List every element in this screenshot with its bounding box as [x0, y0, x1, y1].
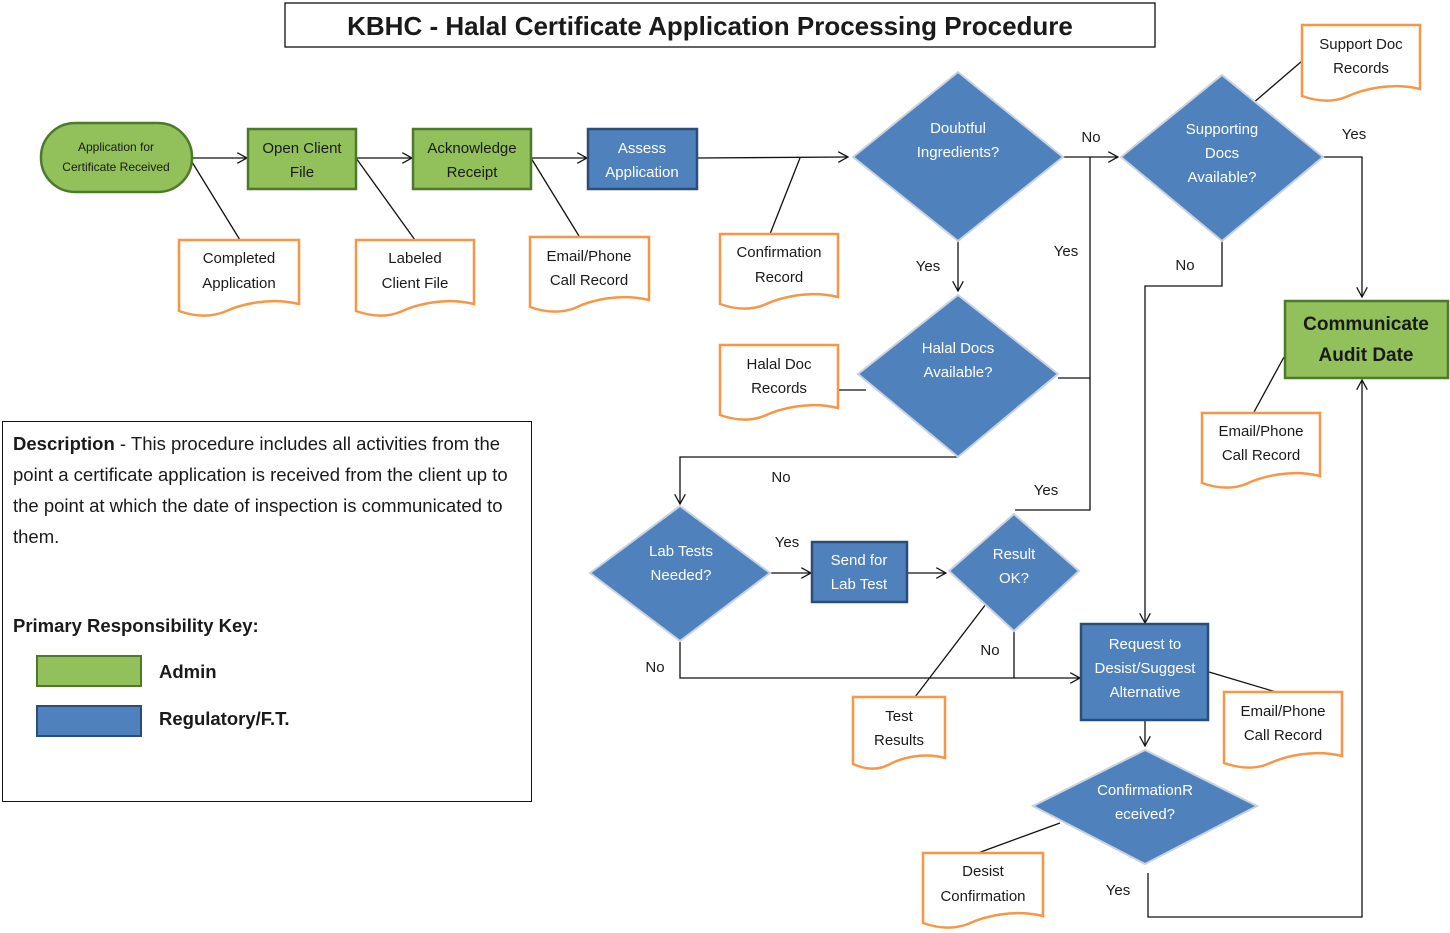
test-results-document: Test Results — [851, 695, 947, 770]
lab-tests-needed-decision[interactable]: Lab Tests Needed? — [588, 504, 772, 643]
doubtful-ingredients-decision[interactable]: Doubtful Ingredients? — [851, 70, 1065, 243]
assess-application-line-2: Application — [605, 164, 678, 181]
connectors — [191, 60, 1362, 918]
legend-panel: Description - This procedure includes al… — [2, 421, 532, 802]
edge-labels: No Yes Yes No Yes No Yes No Yes No Yes — [645, 126, 1366, 899]
communicate-audit-date-line-1: Communicate — [1303, 314, 1429, 335]
email-phone-record-2-document: Email/Phone Call Record — [1200, 411, 1322, 489]
email-phone-record-2-line-2: Call Record — [1222, 447, 1300, 464]
result-ok-line-1: Result — [993, 546, 1036, 563]
halal-doc-records-line-1: Halal Doc — [746, 356, 812, 373]
halal-docs-line-2: Available? — [924, 364, 993, 381]
description-body: - This procedure includes all activities… — [13, 433, 508, 547]
acknowledge-receipt-node[interactable]: Acknowledge Receipt — [411, 127, 533, 191]
doubtful-ingredients-line-2: Ingredients? — [917, 144, 1000, 161]
acknowledge-receipt-line-1: Acknowledge — [427, 140, 516, 157]
email-phone-record-1-line-2: Call Record — [550, 272, 628, 289]
result-ok-decision[interactable]: Result OK? — [947, 512, 1081, 633]
completed-application-line-2: Application — [202, 275, 275, 292]
send-for-lab-test-line-1: Send for — [831, 552, 888, 569]
confirmation-received-line-2: eceived? — [1115, 806, 1175, 823]
regulatory-legend-label: Regulatory/F.T. — [159, 708, 290, 729]
regulatory-color-swatch — [36, 705, 142, 737]
test-results-line-1: Test — [885, 708, 913, 725]
edge-label-result-yes: Yes — [1034, 482, 1058, 499]
labeled-client-file-document: Labeled Client File — [354, 238, 476, 317]
supporting-docs-line-2: Docs — [1205, 145, 1239, 162]
email-phone-record-3-line-1: Email/Phone — [1240, 703, 1325, 720]
confirmation-received-line-1: ConfirmationR — [1097, 782, 1193, 799]
doubtful-ingredients-line-1: Doubtful — [930, 120, 986, 137]
support-doc-records-line-2: Records — [1333, 60, 1389, 77]
email-phone-record-1-document: Email/Phone Call Record — [528, 235, 651, 313]
description-heading: Description — [13, 433, 115, 454]
start-node-line-1: Application for — [78, 140, 154, 154]
open-client-file-node[interactable]: Open Client File — [246, 127, 358, 191]
request-desist-line-1: Request to — [1109, 636, 1182, 653]
edge-label-supporting-no: No — [1175, 257, 1194, 274]
completed-application-line-1: Completed — [203, 250, 276, 267]
admin-legend-label: Admin — [159, 661, 217, 682]
admin-color-swatch — [36, 655, 142, 687]
halal-docs-decision[interactable]: Halal Docs Available? — [856, 293, 1060, 459]
supporting-docs-line-1: Supporting — [1186, 121, 1259, 138]
confirmation-received-decision[interactable]: ConfirmationR eceived? — [1030, 748, 1260, 866]
desist-confirmation-document: Desist Confirmation — [921, 851, 1045, 929]
lab-tests-needed-line-1: Lab Tests — [649, 543, 713, 560]
confirmation-record-line-2: Record — [755, 269, 803, 286]
supporting-docs-decision[interactable]: Supporting Docs Available? — [1119, 73, 1325, 243]
description-text: Description - This procedure includes al… — [13, 428, 523, 552]
assess-application-node[interactable]: Assess Application — [586, 127, 699, 191]
page-title: KBHC - Halal Certificate Application Pro… — [347, 11, 1073, 41]
open-client-file-line-1: Open Client — [262, 140, 342, 157]
send-for-lab-test-line-2: Lab Test — [831, 576, 888, 593]
acknowledge-receipt-line-2: Receipt — [447, 164, 499, 181]
assess-application-line-1: Assess — [618, 140, 666, 157]
halal-docs-line-1: Halal Docs — [922, 340, 995, 357]
confirmation-record-line-1: Confirmation — [736, 244, 821, 261]
halal-doc-records-document: Halal Doc Records — [718, 343, 840, 421]
email-phone-record-1-line-1: Email/Phone — [546, 248, 631, 265]
labeled-client-file-line-2: Client File — [382, 275, 449, 292]
start-node[interactable]: Application for Certificate Received — [39, 121, 194, 194]
halal-doc-records-line-2: Records — [751, 380, 807, 397]
request-desist-node[interactable]: Request to Desist/Suggest Alternative — [1079, 622, 1210, 722]
communicate-audit-date-node[interactable]: Communicate Audit Date — [1283, 299, 1450, 380]
edge-label-halal-yes: Yes — [1054, 243, 1078, 260]
open-client-file-line-2: File — [290, 164, 314, 181]
edge-label-confirmation-yes: Yes — [1106, 882, 1130, 899]
email-phone-record-3-document: Email/Phone Call Record — [1222, 690, 1344, 769]
lab-tests-needed-line-2: Needed? — [651, 567, 712, 584]
email-phone-record-2-line-1: Email/Phone — [1218, 423, 1303, 440]
request-desist-line-3: Alternative — [1110, 684, 1181, 701]
edge-label-doubtful-yes: Yes — [916, 258, 940, 275]
email-phone-record-3-line-2: Call Record — [1244, 727, 1322, 744]
start-node-line-2: Certificate Received — [62, 160, 169, 174]
desist-confirmation-line-1: Desist — [962, 863, 1005, 880]
edge-label-halal-no: No — [771, 469, 790, 486]
edge-label-supporting-yes: Yes — [1342, 126, 1366, 143]
completed-application-document: Completed Application — [177, 238, 301, 317]
labeled-client-file-line-1: Labeled — [388, 250, 441, 267]
edge-label-result-no: No — [980, 642, 999, 659]
responsibility-key-title: Primary Responsibility Key: — [13, 615, 259, 636]
request-desist-line-2: Desist/Suggest — [1095, 660, 1197, 677]
desist-confirmation-line-2: Confirmation — [940, 888, 1025, 905]
confirmation-record-document: Confirmation Record — [718, 232, 840, 310]
edge-label-lab-yes: Yes — [775, 534, 799, 551]
title-box — [284, 2, 1156, 48]
send-for-lab-test-node[interactable]: Send for Lab Test — [810, 540, 909, 604]
result-ok-line-2: OK? — [999, 570, 1029, 587]
edge-label-doubtful-no: No — [1081, 129, 1100, 146]
communicate-audit-date-line-2: Audit Date — [1319, 345, 1414, 366]
edge-label-lab-no: No — [645, 659, 664, 676]
support-doc-records-document: Support Doc Records — [1300, 23, 1422, 102]
supporting-docs-line-3: Available? — [1188, 169, 1257, 186]
test-results-line-2: Results — [874, 732, 924, 749]
support-doc-records-line-1: Support Doc — [1319, 36, 1403, 53]
